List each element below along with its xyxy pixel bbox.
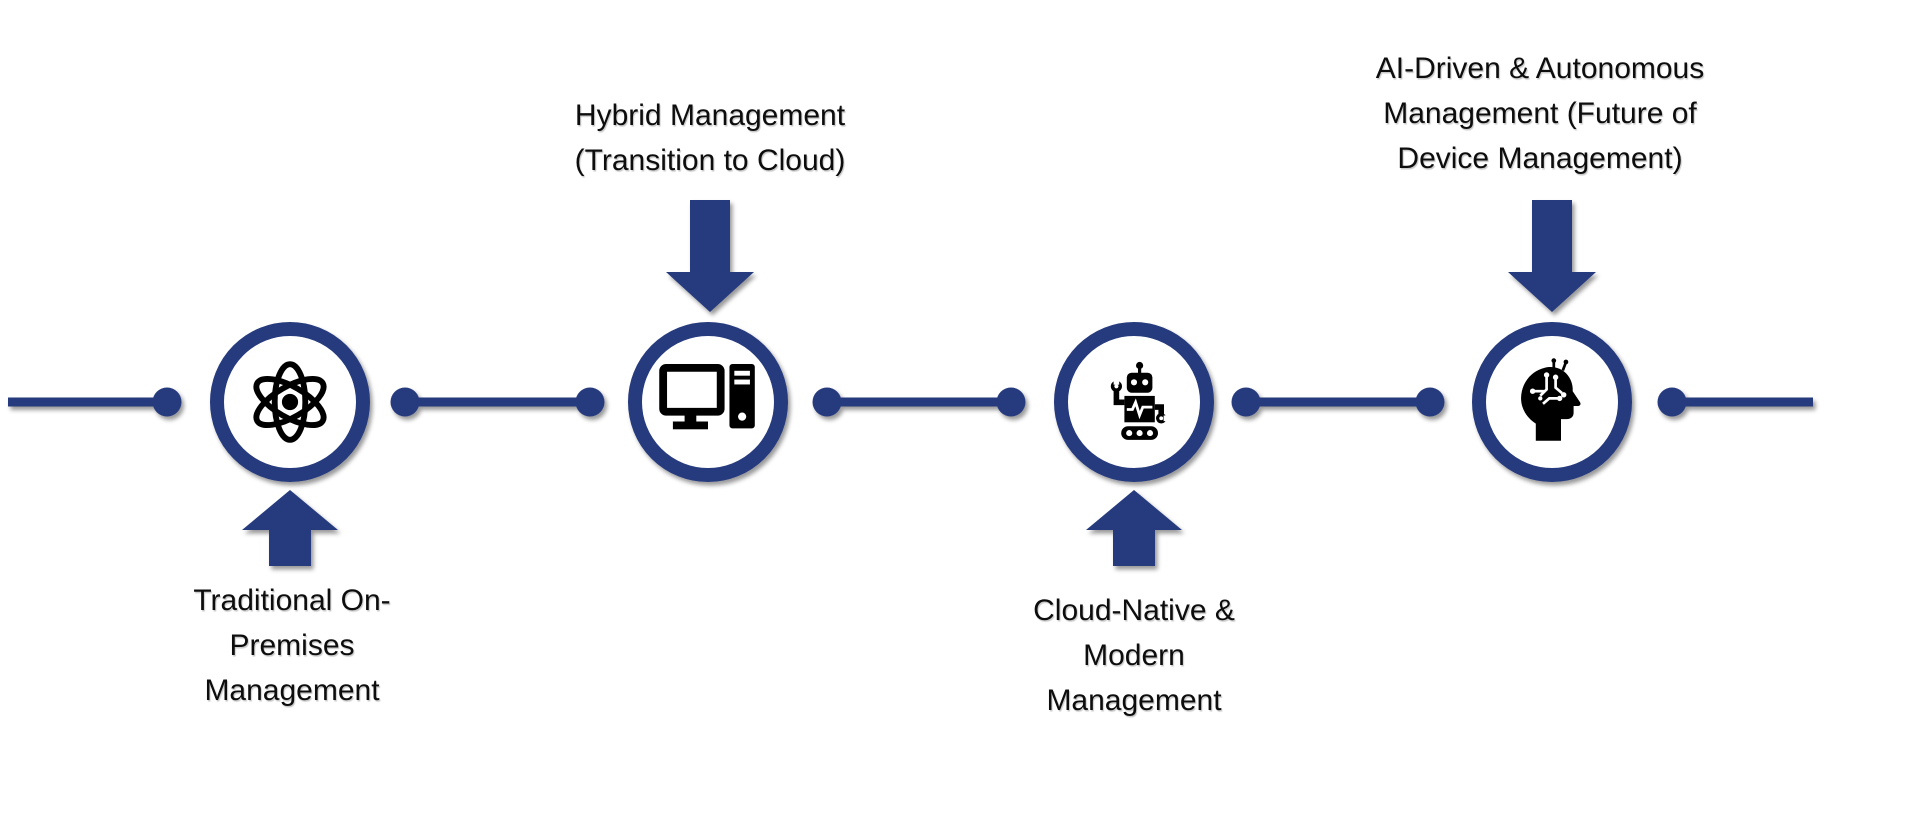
atom-icon [253, 361, 327, 443]
node-label-traditional-on-premises: Traditional On- Premises Management [193, 584, 391, 707]
node-label-ai-driven: AI-Driven & Autonomous Management (Futur… [1375, 52, 1705, 175]
timeline-line [8, 397, 1813, 407]
desktop-computer-icon [659, 363, 755, 430]
ai-head-icon [1521, 358, 1581, 441]
up-arrow-icon [1086, 490, 1182, 566]
up-arrow-icon [242, 490, 338, 566]
robot-icon [1110, 361, 1170, 440]
timeline-dots [152, 387, 1687, 417]
down-arrow-icon [666, 200, 754, 312]
node-label-cloud-native: Cloud-Native & Modern Management [1033, 594, 1235, 717]
node-label-hybrid-management: Hybrid Management (Transition to Cloud) [574, 99, 846, 177]
down-arrow-icon [1508, 200, 1596, 312]
